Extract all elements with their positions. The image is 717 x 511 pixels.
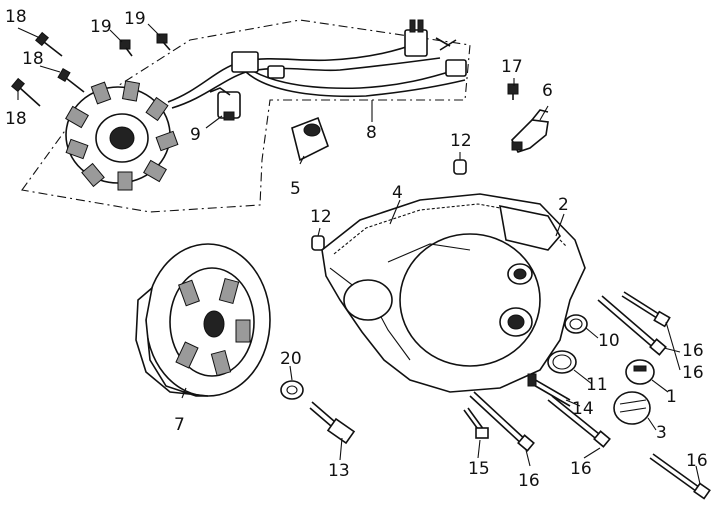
screw-19b [156,33,171,51]
callout-8: 8 [366,123,377,143]
callout-4: 4 [392,183,403,203]
callout-18-bottom: 18 [5,109,27,129]
cap-3 [613,391,651,425]
plug-1 [625,359,655,385]
callout-10: 10 [598,331,620,351]
callout-11: 11 [586,375,608,395]
oil-seal-10 [564,314,588,334]
screw-19a [119,39,133,57]
bolt-13 [309,401,356,445]
callout-18-top: 18 [5,7,27,27]
callout-19-right: 19 [124,9,146,29]
leader-lines [17,23,701,485]
bolt-16c [469,391,535,452]
callout-5: 5 [290,179,301,199]
o-ring-11 [547,350,577,374]
callout-16-mid-right: 16 [682,363,704,383]
callout-17: 17 [501,57,523,77]
bolt-16b [621,291,671,328]
bolt-16d [547,395,611,448]
crankcase-cover [321,193,586,393]
callout-1: 1 [666,387,677,407]
callout-16-bottom-mid: 16 [570,459,592,479]
washer-20 [280,380,304,400]
callout-2: 2 [558,195,569,215]
dowel-pin-12b [311,235,325,251]
bolt-16a [597,295,667,356]
callout-13: 13 [328,461,350,481]
callout-20: 20 [280,349,302,369]
stator-coil-assembly [65,80,179,191]
bolt-15 [463,407,489,439]
bracket-6 [511,109,549,153]
stator-group-boundary [21,19,471,213]
callout-16-upper-right: 16 [682,341,704,361]
bolt-14 [527,373,571,407]
grommet-bracket [291,116,329,162]
callout-9: 9 [190,125,201,145]
callout-12-lower: 12 [310,207,332,227]
screw-17 [507,83,519,100]
callout-18-middle: 18 [22,49,44,69]
flywheel [135,243,271,397]
callout-3: 3 [656,423,667,443]
pulser-coil [209,87,241,121]
callout-19-left: 19 [90,17,112,37]
callout-7: 7 [174,415,185,435]
wire-harness [167,19,467,109]
bolt-18a [35,31,63,57]
callout-16-bottom-right: 16 [686,451,708,471]
bolt-18c [11,77,41,107]
bolt-16e [649,453,711,500]
dowel-pin-12a [453,159,467,175]
callout-6: 6 [542,81,553,101]
callout-16-bottom-left: 16 [518,471,540,491]
callout-12-upper: 12 [450,131,472,151]
callout-14: 14 [572,399,594,419]
callout-15: 15 [468,459,490,479]
bolt-18b [57,67,85,93]
